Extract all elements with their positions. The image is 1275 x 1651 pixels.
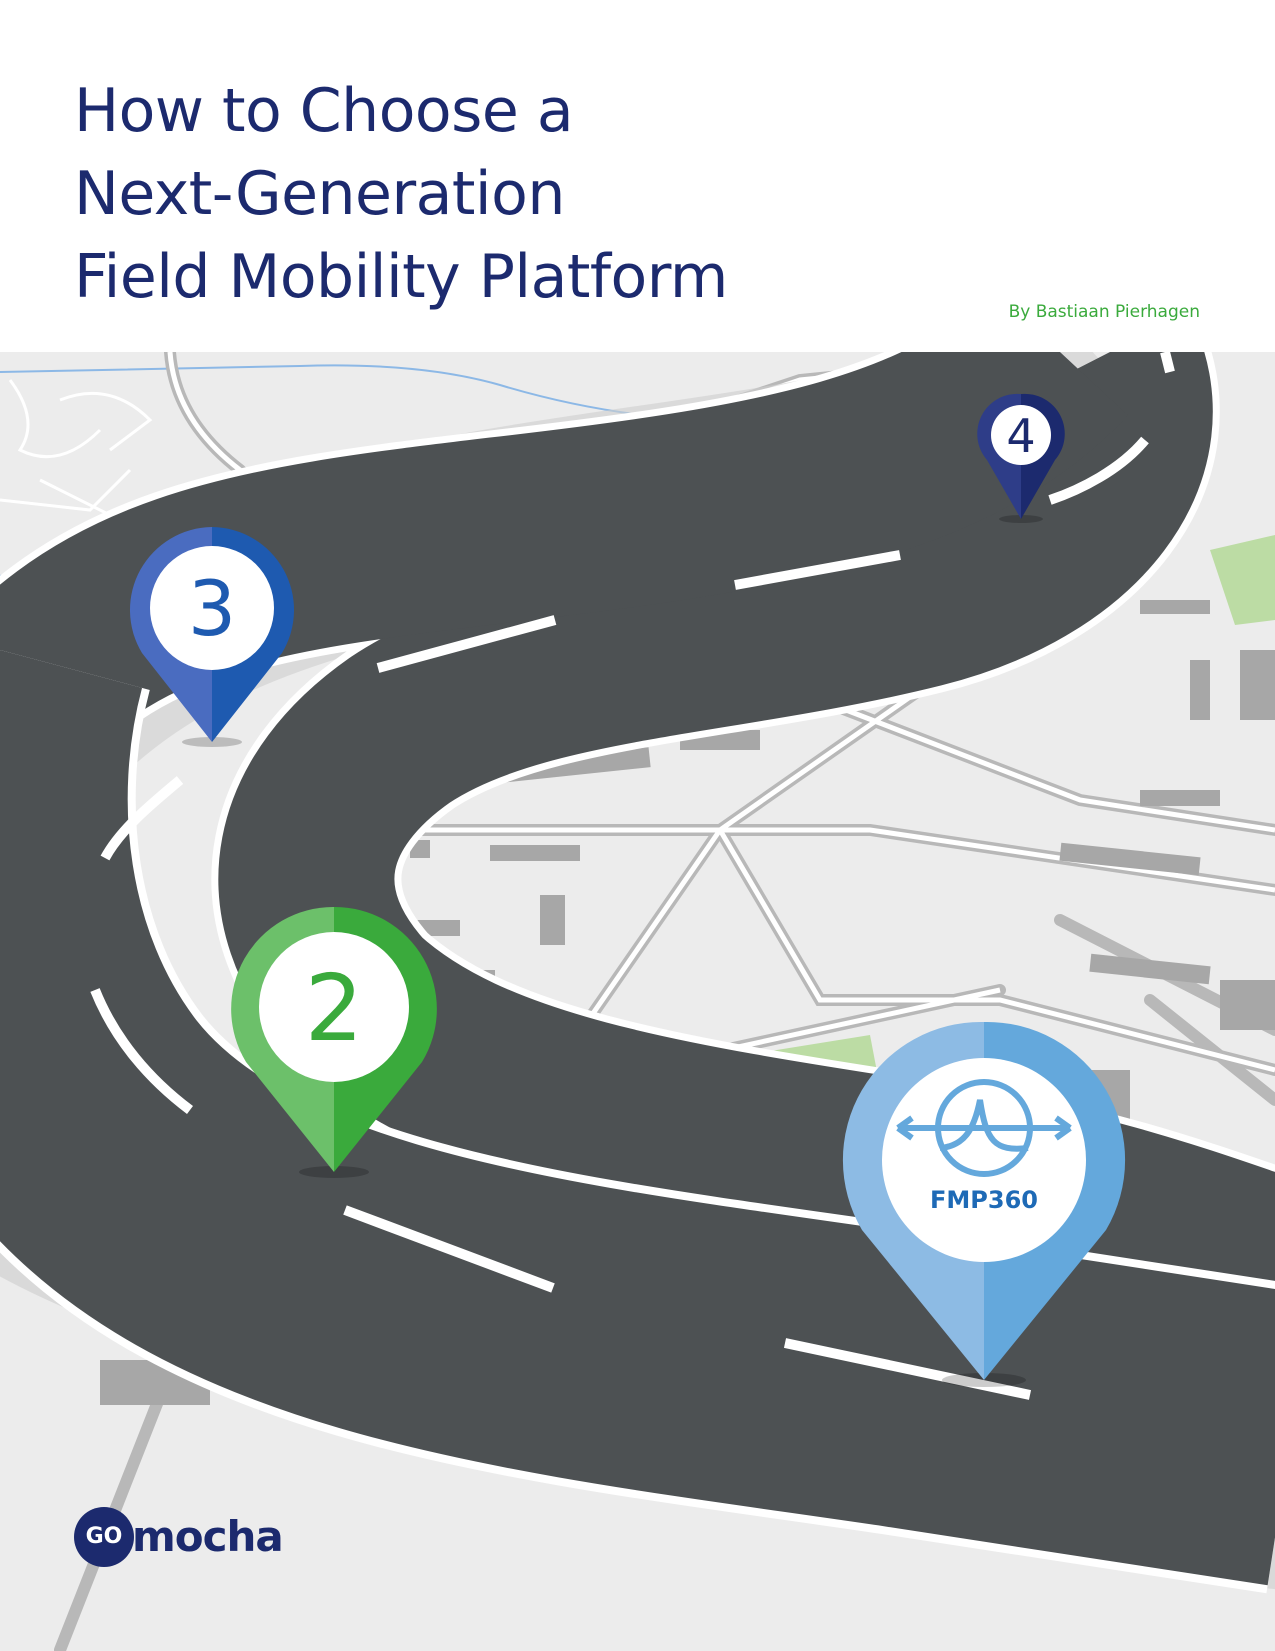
road-map-illustration: 4 3 2 FMP360	[0, 352, 1275, 1651]
lane-markings	[90, 352, 1175, 1400]
fmp360-label: FMP360	[930, 1186, 1038, 1214]
pin-4: 4	[977, 393, 1065, 523]
pin-4-label: 4	[1006, 409, 1035, 463]
pin-2-label: 2	[305, 955, 364, 1062]
pin-2: 2	[231, 906, 437, 1178]
title-line-1: How to Choose a	[74, 76, 574, 146]
logo-go-circle: GO	[74, 1507, 134, 1567]
pin-3-label: 3	[188, 564, 236, 653]
title-line-2: Next-Generation	[74, 159, 565, 229]
road-surface	[0, 352, 1128, 799]
fmp360-logo-icon	[896, 1079, 1072, 1177]
pin-fmp360: FMP360	[842, 1021, 1126, 1387]
page-title: How to Choose a Next-Generation Field Mo…	[74, 70, 728, 319]
road-surface	[0, 650, 1275, 1586]
title-line-3: Field Mobility Platform	[74, 242, 728, 312]
park-area	[1210, 535, 1275, 625]
author-byline: By Bastiaan Pierhagen	[1008, 302, 1200, 322]
logo-wordmark: mocha	[132, 1512, 284, 1561]
pin-3: 3	[129, 527, 295, 747]
